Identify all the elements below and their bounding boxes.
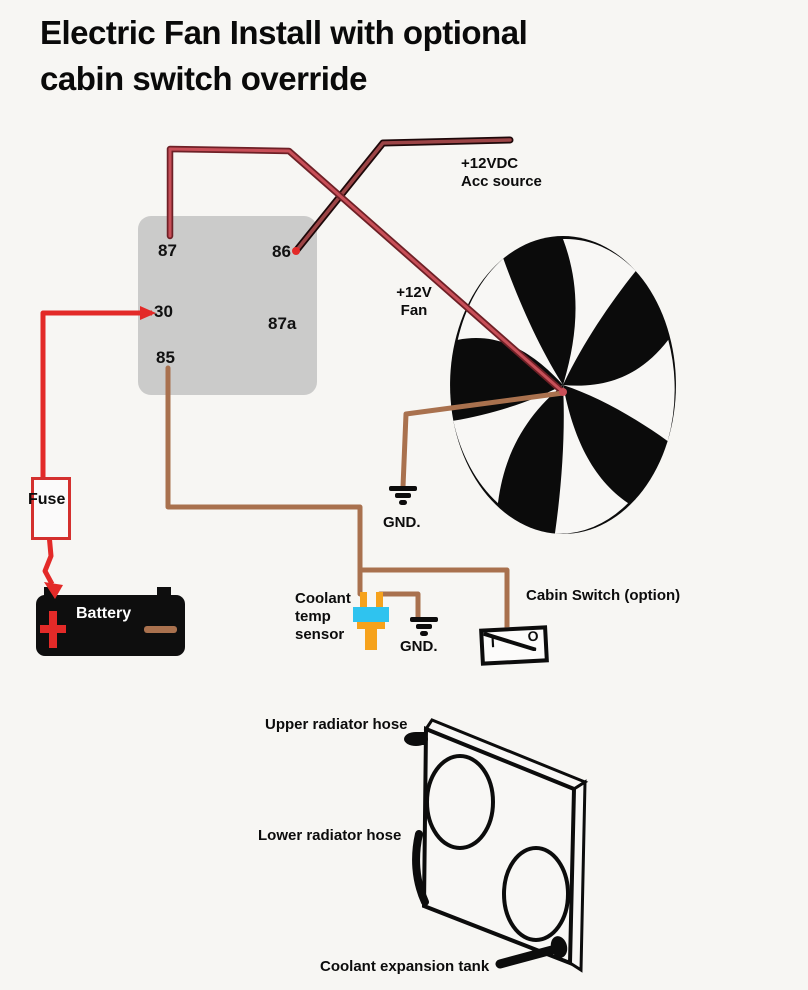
sensor-probe-stem — [365, 629, 377, 650]
switch-off-label: O — [527, 627, 539, 645]
relay-pin-87a-label: 87a — [268, 314, 297, 333]
relay-pin-30-label: 30 — [154, 302, 173, 321]
upper-hose-label: Upper radiator hose — [265, 716, 408, 733]
coolant-line2: temp — [295, 608, 331, 625]
radiator-fan-hole-upper — [425, 754, 495, 850]
wire-fuse-to-battery — [42, 533, 55, 586]
battery-plus-icon-bar — [40, 625, 66, 633]
acc-source-label: +12VDC Acc source — [461, 155, 542, 191]
page-title-line2: cabin switch override — [40, 60, 367, 97]
expansion-tank-pipe-icon — [495, 945, 557, 969]
fan-power-label: +12V Fan — [389, 284, 439, 320]
coolant-sensor-label: Coolant temp sensor — [295, 590, 351, 644]
sensor-terminal-left — [360, 592, 367, 608]
upper-hose-stub-neck — [416, 732, 427, 745]
battery-label: Battery — [76, 605, 132, 622]
coolant-line1: Coolant — [295, 590, 351, 607]
gnd-fan-label: GND. — [383, 514, 421, 531]
fan-power-line1: +12V — [396, 284, 432, 301]
cabin-switch-label: Cabin Switch (option) — [526, 587, 681, 604]
terminal-dot-86 — [292, 247, 300, 255]
coolant-temp-sensor-body — [353, 607, 389, 622]
fan-power-line2: Fan — [400, 302, 428, 319]
ground-symbol-fan — [389, 486, 417, 505]
terminal-dot-fan-hub — [559, 388, 567, 396]
wire-87-to-fan — [168, 147, 565, 394]
ground-symbol-sensor — [410, 617, 438, 636]
battery-minus-icon — [144, 626, 177, 633]
expansion-tank-port-icon — [550, 936, 568, 958]
switch-on-label: I — [490, 634, 496, 652]
relay-pin-87-label: 87 — [158, 241, 177, 260]
wire-85-to-sensor — [165, 365, 363, 597]
relay-pin-86-label: 86 — [272, 242, 291, 261]
relay-body — [138, 216, 317, 395]
lower-hose-stub-icon — [412, 830, 429, 906]
fuse-box — [31, 477, 71, 540]
lower-hose-label: Lower radiator hose — [258, 827, 402, 844]
page-title-line1: Electric Fan Install with optional — [40, 14, 528, 51]
electric-fan-icon — [450, 236, 676, 534]
wire-fan-to-ground — [400, 390, 566, 490]
acc-source-line1: +12VDC — [461, 155, 519, 172]
gnd-sensor-label: GND. — [400, 638, 438, 655]
fuse-label: Fuse — [28, 491, 66, 508]
radiator-fan-hole-lower — [502, 846, 570, 942]
wire-30-arrowhead — [140, 306, 156, 320]
sensor-terminal-right — [376, 592, 383, 608]
switch-rocker-diagonal-icon — [483, 631, 537, 652]
relay-pin-85-label: 85 — [156, 348, 175, 367]
acc-source-line2: Acc source — [461, 173, 542, 190]
battery-terminal-negative — [157, 587, 171, 597]
wire-branch-to-cabin-switch — [357, 567, 510, 635]
page-title: Electric Fan Install with optional cabin… — [40, 10, 528, 102]
wire-battery-arrowhead — [44, 582, 63, 599]
coolant-line3: sensor — [295, 626, 345, 643]
radiator-icon — [404, 718, 589, 973]
expansion-tank-label: Coolant expansion tank — [320, 958, 490, 975]
sensor-probe-crossbar — [357, 622, 385, 629]
cabin-switch: I O — [479, 625, 549, 666]
wire-fuse-to-30 — [40, 310, 152, 479]
wire-acc-to-86 — [294, 138, 512, 253]
